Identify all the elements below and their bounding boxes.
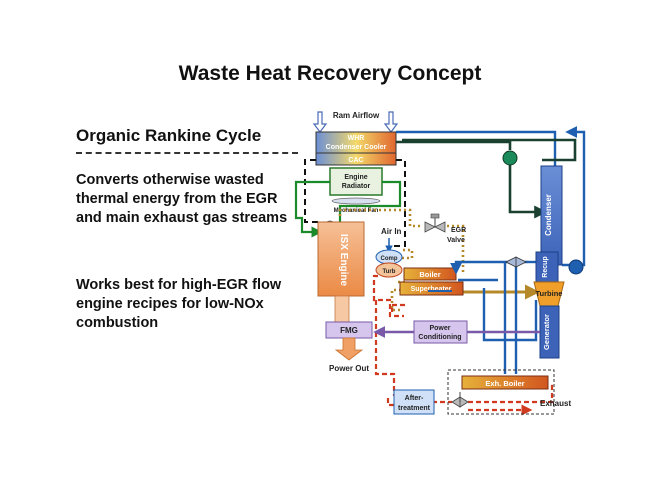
bullet-text-2: Works best for high-EGR flow engine reci… <box>76 277 282 331</box>
ram-airflow-label: Ram Airflow <box>333 111 380 120</box>
engine-label: ISX Engine <box>338 234 349 287</box>
power-out-label: Power Out <box>329 364 369 373</box>
exhaust-label: Exhaust <box>540 399 571 408</box>
exhaust-boiler <box>461 375 549 390</box>
egr-valve-label-2: Valve <box>447 237 465 244</box>
radiator-label-2: Radiator <box>342 183 371 190</box>
engine-shaft <box>334 295 350 323</box>
bullet-text-1: Converts otherwise wasted thermal energy… <box>76 172 288 226</box>
power-cond-label-2: Conditioning <box>418 334 461 341</box>
condenser-pump-icon <box>502 150 518 166</box>
mechanical-fan-icon <box>331 197 381 205</box>
exhaust-boiler-enclosure <box>447 369 555 415</box>
recup-label: Recup <box>542 256 549 277</box>
orc-bypass-valve-icon <box>505 256 527 268</box>
section-subtitle: Organic Rankine Cycle <box>76 126 262 145</box>
fmg-label: FMG <box>340 326 358 335</box>
egr-valve-icon <box>424 213 446 233</box>
power-out-arrow-icon <box>334 337 364 361</box>
after-label-1: After- <box>405 395 424 402</box>
exhaust-bypass-valve-icon <box>451 392 469 408</box>
superheater-label: Superheater <box>411 286 452 293</box>
condenser-loop <box>396 138 577 219</box>
page-title: Waste Heat Recovery Concept <box>178 62 482 85</box>
turbocharger-turbine <box>375 262 403 278</box>
charge-air-loop <box>304 159 406 247</box>
dashed-divider <box>76 152 298 154</box>
power-cond-label-1: Power <box>429 325 450 332</box>
whr-cooler-label-1: WHR <box>348 135 365 142</box>
exh-boiler-label: Exh. Boiler <box>485 379 524 388</box>
air-in-label: Air In <box>381 227 402 236</box>
egr-valve-label-1: EGR <box>451 227 466 234</box>
condenser-label: Condenser <box>544 194 553 236</box>
turb-label: Turb <box>383 269 396 275</box>
comp-label: Comp <box>381 256 398 262</box>
engine-radiator <box>329 167 383 196</box>
orc-pump-icon <box>568 259 584 275</box>
whr-cooler-label-2: Condenser Cooler <box>326 144 387 151</box>
radiator-label-1: Engine <box>344 174 367 181</box>
mech-fan-label: Mechanical Fan <box>334 208 379 214</box>
cac-label: CAC <box>348 157 363 164</box>
boiler-label: Boiler <box>419 270 440 279</box>
aftertreatment <box>393 389 435 415</box>
turbine-label: Turbine <box>536 289 563 298</box>
coolant-loop <box>294 180 402 238</box>
after-label-2: treatment <box>398 405 431 412</box>
generator-label: Generator <box>542 314 551 350</box>
ram-airflow-arrows <box>312 111 399 133</box>
